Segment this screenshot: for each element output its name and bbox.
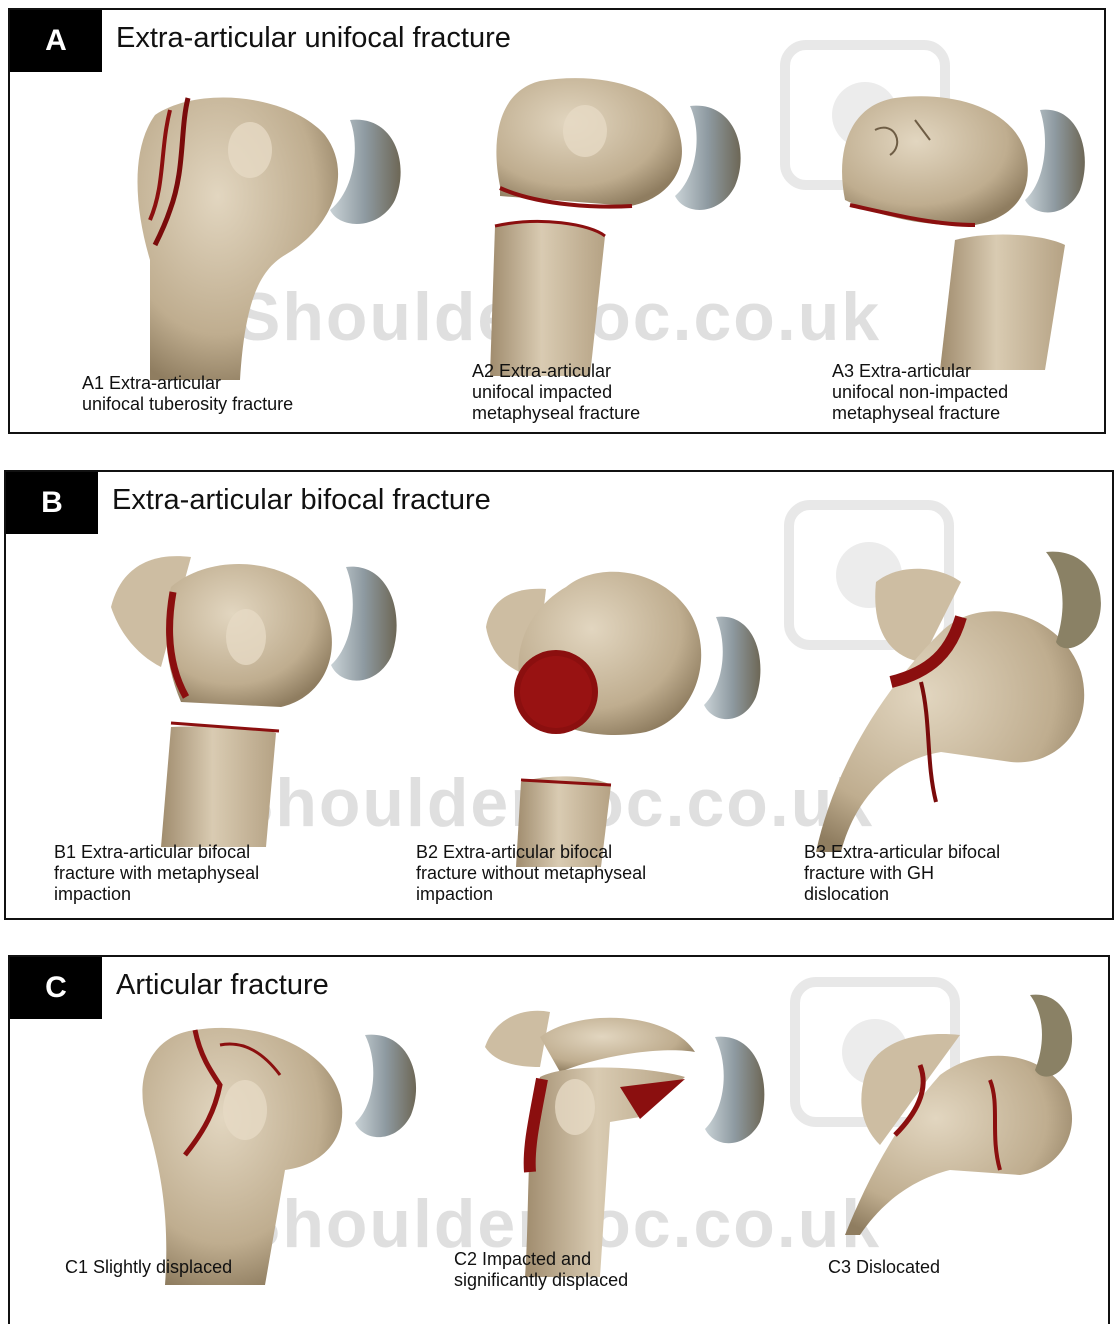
caption-c3: C3 Dislocated xyxy=(828,1257,940,1278)
panel-c: C Articular fracture Shoulderdoc.co.uk C… xyxy=(8,955,1110,1324)
panel-title: Extra-articular bifocal fracture xyxy=(112,484,491,517)
panel-letter-tag: A xyxy=(10,10,102,72)
panel-b: B Extra-articular bifocal fracture Shoul… xyxy=(4,470,1114,920)
panel-a: A Extra-articular unifocal fracture Shou… xyxy=(8,8,1106,434)
humerus-illustration-b1 xyxy=(101,547,421,847)
caption-c2: C2 Impacted and significantly displaced xyxy=(454,1249,628,1291)
humerus-illustration-c2 xyxy=(470,997,790,1277)
caption-a1: A1 Extra-articular unifocal tuberosity f… xyxy=(82,373,293,415)
humerus-illustration-b3 xyxy=(811,552,1111,852)
panel-letter-tag: C xyxy=(10,957,102,1019)
caption-b2: B2 Extra-articular bifocal fracture with… xyxy=(416,842,646,905)
humerus-illustration-a3 xyxy=(835,90,1105,370)
panel-letter-tag: B xyxy=(6,472,98,534)
caption-a2: A2 Extra-articular unifocal impacted met… xyxy=(472,361,640,424)
caption-a3: A3 Extra-articular unifocal non-impacted… xyxy=(832,361,1008,424)
humerus-illustration-a1 xyxy=(110,90,410,380)
humerus-illustration-a2 xyxy=(480,76,780,376)
caption-b3: B3 Extra-articular bifocal fracture with… xyxy=(804,842,1000,905)
panel-title: Articular fracture xyxy=(116,969,329,1002)
humerus-illustration-c3 xyxy=(840,995,1100,1235)
panel-title: Extra-articular unifocal fracture xyxy=(116,22,511,55)
humerus-illustration-b2 xyxy=(476,567,796,867)
caption-c1: C1 Slightly displaced xyxy=(65,1257,232,1278)
humerus-illustration-c1 xyxy=(125,1015,435,1285)
caption-b1: B1 Extra-articular bifocal fracture with… xyxy=(54,842,259,905)
